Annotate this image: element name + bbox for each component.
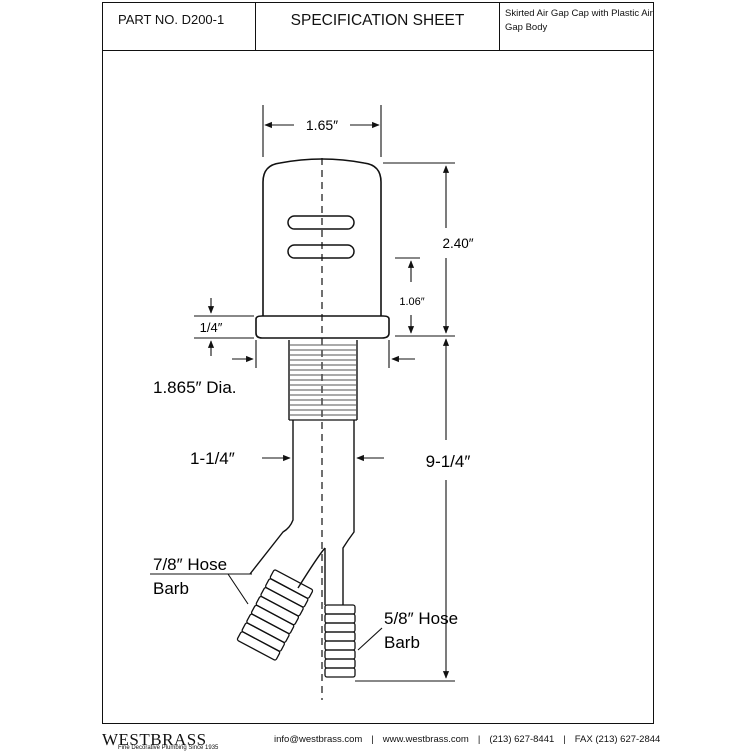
contact-fax: FAX (213) 627-2844 xyxy=(574,734,661,745)
separator: | xyxy=(371,734,374,745)
label-cap-height: 2.40″ xyxy=(442,236,473,251)
title-cell: SPECIFICATION SHEET xyxy=(256,3,500,50)
label-small-barb-line1: 5/8″ Hose xyxy=(384,609,458,628)
brand-tagline: Fine Decorative Plumbing Since 1935 xyxy=(118,745,219,751)
description-cell: Skirted Air Gap Cap with Plastic Air Gap… xyxy=(500,3,653,50)
leader-large-barb-tick xyxy=(227,573,249,605)
label-slot-height: 1.06″ xyxy=(399,296,424,308)
label-body-diameter: 1-1/4″ xyxy=(190,449,235,468)
label-large-barb-line2: Barb xyxy=(153,579,189,598)
contact-info: info@westbrass.com | www.westbrass.com | (21… xyxy=(274,734,660,745)
label-skirt-thickness: 1/4″ xyxy=(200,320,223,335)
thread-lines xyxy=(289,344,357,416)
spec-sheet-frame: PART NO. D200-1 SPECIFICATION SHEET Skir… xyxy=(102,2,654,724)
label-large-barb-line1: 7/8″ Hose xyxy=(153,555,227,574)
part-number-cell: PART NO. D200-1 xyxy=(103,3,256,50)
leader-small-barb xyxy=(357,627,383,651)
small-hose-barb xyxy=(324,604,356,678)
lower-body xyxy=(249,420,355,605)
header-row: PART NO. D200-1 SPECIFICATION SHEET Skir… xyxy=(103,3,653,51)
dim-skirt-diameter xyxy=(232,340,415,368)
dim-skirt-thickness xyxy=(194,298,254,356)
label-cap-width: 1.65″ xyxy=(306,117,338,133)
dim-cap-height xyxy=(383,162,455,337)
slot-lower xyxy=(287,244,355,259)
part-number: PART NO. D200-1 xyxy=(118,12,225,27)
contact-website[interactable]: www.westbrass.com xyxy=(382,734,469,745)
skirt-outline xyxy=(255,315,390,339)
large-hose-barb xyxy=(236,569,314,661)
contact-phone: (213) 627-8441 xyxy=(489,734,555,745)
separator: | xyxy=(477,734,481,745)
sheet-title: SPECIFICATION SHEET xyxy=(290,12,465,29)
dim-overall-length xyxy=(355,338,455,682)
brand-logo: WESTBRASS xyxy=(102,730,207,749)
dim-cap-width xyxy=(262,105,382,157)
contact-email[interactable]: info@westbrass.com xyxy=(274,734,363,745)
separator: | xyxy=(563,734,566,745)
product-description: Skirted Air Gap Cap with Plastic Air Gap… xyxy=(505,8,653,33)
slot-upper xyxy=(287,215,355,230)
label-skirt-diameter: 1.865″ Dia. xyxy=(153,378,237,397)
dim-slot-height xyxy=(395,257,420,334)
cap-outline xyxy=(262,158,382,316)
label-overall-length: 9-1/4″ xyxy=(426,452,471,471)
label-small-barb-line2: Barb xyxy=(384,633,420,652)
